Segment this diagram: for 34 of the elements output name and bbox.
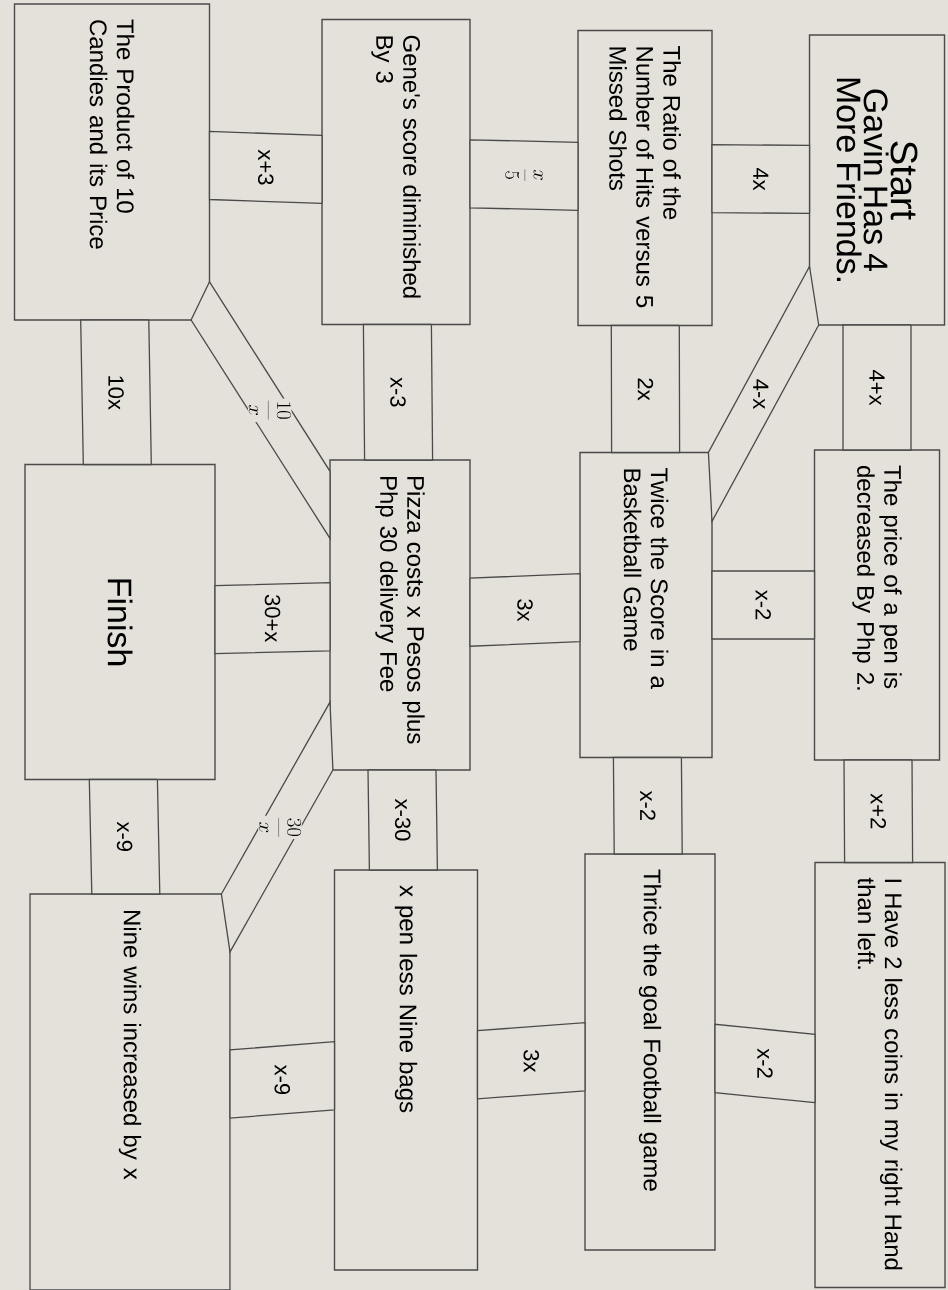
edge-label: $\frac{10}{x}$ <box>247 398 292 422</box>
edge-label: x-9 <box>273 1063 292 1097</box>
bridge-connector <box>610 324 681 454</box>
start-box: Start Gavin Has 4 More Friends. <box>808 34 946 326</box>
game-box: The Ratio of the Number of Hits versus 5 Missed Shots <box>577 29 713 327</box>
edge-label: x-2 <box>639 789 657 823</box>
edge-label: x-3 <box>389 376 407 409</box>
edge-label: 3x <box>522 1048 541 1074</box>
game-box: Pizza costs x Pesos plus Php 30 delivery Fee <box>329 459 471 771</box>
game-box: The Product of 10 Candies and its Price <box>13 3 211 321</box>
bridge-connector <box>843 759 914 864</box>
finish-box: Finish <box>24 463 216 781</box>
bridge-connector <box>80 319 152 466</box>
edge-label: 4x <box>752 166 770 192</box>
edge-label: $\frac{30}{x}$ <box>258 815 302 840</box>
edge-label: 10x <box>107 373 125 411</box>
bridge-connector <box>362 323 434 461</box>
edge-label: 4+x <box>868 368 886 407</box>
bridge-connector <box>88 778 161 895</box>
bridge-connector <box>711 143 811 215</box>
game-box: Gene's score diminished By 3 <box>321 18 471 326</box>
game-box: Nine wins increased by x <box>29 893 231 1290</box>
game-box: Twice the Score in a Basketball Game <box>579 451 713 759</box>
bridge-connector <box>842 324 912 451</box>
bridge-connector <box>612 756 683 855</box>
game-box: The price of a pen is decreased By Php 2. <box>813 449 941 761</box>
edge-label: 3x <box>516 597 534 623</box>
edge-label: 4-x <box>752 377 770 411</box>
bridge-connector <box>707 264 820 524</box>
bridge-connector <box>711 570 816 640</box>
edge-label: $\frac{x}{5}$ <box>504 167 544 184</box>
bridge-connector <box>190 280 331 541</box>
edge-label: x-2 <box>756 1047 774 1080</box>
bridge-connector <box>367 769 439 871</box>
